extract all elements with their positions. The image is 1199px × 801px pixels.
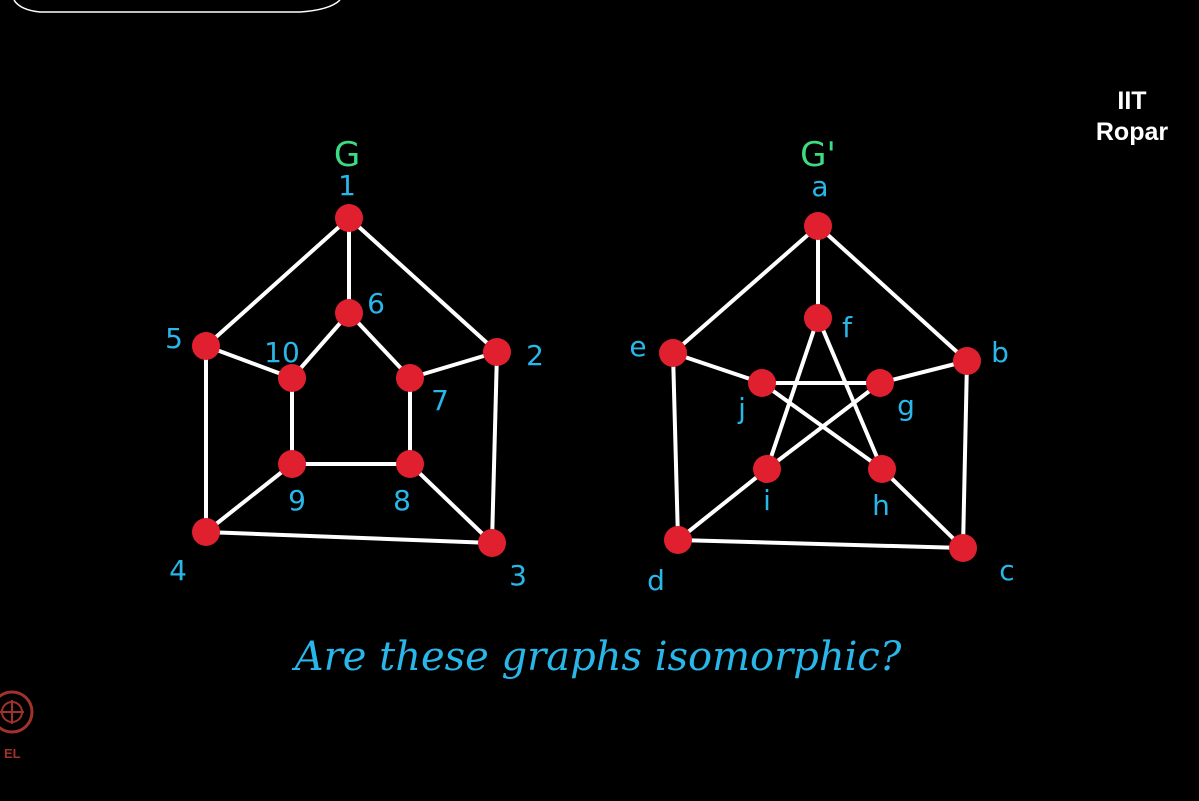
graph-g-vertex-2 [483,338,511,366]
graph-g-vertex-label-8: 8 [393,484,411,517]
graph-g-prime-edges [671,224,969,550]
graph-g-vertex-1 [335,204,363,232]
graph-g-prime-edge-b-g [878,359,969,385]
graph-g-prime-labels: a b c d e f g h i j [629,170,1014,597]
graph-g-prime-vertex-h [868,455,896,483]
graph-g-prime-vertex-d [664,526,692,554]
nptel-logo-icon [0,690,34,734]
graph-g-prime-vertex-label-h: h [872,489,890,522]
graph-g-prime-vertex-i [753,455,781,483]
graph-g-edge-3-8 [408,462,494,545]
institution-label: IIT Ropar [1077,86,1187,148]
institution-line-1: IIT [1117,87,1147,115]
graph-g-vertex-9 [278,450,306,478]
graph-g-prime-vertex-c [949,534,977,562]
logo-text: EL [4,746,21,761]
graph-g-prime-vertex-e [659,339,687,367]
graph-g-prime-vertex-j [748,369,776,397]
graph-g-edge-5-10 [204,344,294,380]
graph-g-vertex-label-7: 7 [431,384,449,417]
graph-g-vertex-6 [335,299,363,327]
graph-g-prime-edge-f-i [765,316,820,471]
graph-g-vertex-10 [278,364,306,392]
graph-g-prime-edge-e-j [671,351,764,385]
question-text: Are these graphs isomorphic? [291,634,902,680]
graph-g-prime-vertex-label-g: g [897,389,915,422]
graph-g-prime-vertex-label-c: c [999,554,1014,587]
graph-g-edge-10-6 [290,311,351,380]
graph-g-prime-edge-d-e [671,351,680,542]
graph-g-prime-vertex-label-e: e [629,330,646,363]
graph-g-vertices [192,204,511,557]
graph-g-prime-edge-a-b [816,224,969,363]
graph-g-vertex-label-6: 6 [367,287,385,320]
graph-g-prime-vertex-label-j: j [737,392,746,425]
graph-g-prime-vertex-label-b: b [991,336,1009,369]
graph-g-prime-vertex-label-f: f [842,311,853,344]
graph-g-vertex-label-4: 4 [169,554,187,587]
graph-g-vertex-label-5: 5 [165,322,183,355]
institution-line-2: Ropar [1095,118,1169,146]
graph-g-prime-vertex-label-d: d [647,564,665,597]
graph-g-title: G [334,135,360,175]
graph-g-prime-edge-g-i [765,381,882,471]
graph-g-edge-5-1 [204,216,351,348]
graph-g-vertex-label-10: 10 [264,336,300,369]
graph-g-vertex-label-1: 1 [338,169,356,202]
graph-g-vertex-4 [192,518,220,546]
graph-g-prime-vertex-f [804,304,832,332]
graph-g-labels: 1 2 3 4 5 6 7 8 9 10 [165,169,544,592]
graph-g-edge-2-7 [408,350,499,380]
graph-g-prime-vertex-b [953,347,981,375]
graph-g-vertex-label-9: 9 [288,484,306,517]
graph-g-prime-vertices [659,212,981,562]
graph-g-prime-edge-f-h [816,316,884,471]
graph-g-edge-6-7 [347,311,412,380]
graph-g-edges [204,216,499,545]
graph-g-prime-vertex-g [866,369,894,397]
graph-g-prime-vertex-label-i: i [763,484,771,517]
graph-g-edge-4-9 [204,462,294,534]
top-border-arc [13,0,341,13]
graph-g-vertex-7 [396,364,424,392]
graph-g-vertex-label-3: 3 [509,559,527,592]
graph-g-edge-2-3 [490,350,499,545]
graph-g-prime-title: G' [800,135,836,175]
graph-g-vertex-8 [396,450,424,478]
graph-g-prime-edge-e-a [671,224,820,355]
graph-g-vertex-5 [192,332,220,360]
graph-g-prime-vertex-label-a: a [811,170,828,203]
graph-g-vertex-label-2: 2 [526,339,544,372]
graph-g-prime-edge-b-c [961,359,969,550]
graph-g-edge-1-2 [347,216,499,354]
graph-g-vertex-3 [478,529,506,557]
graph-g-prime-edge-c-d [676,538,965,550]
graph-g-prime-edge-d-i [676,467,769,542]
graph-g-prime-vertex-a [804,212,832,240]
graph-g-prime-edge-c-h [880,467,965,550]
graph-g-edge-3-4 [204,530,494,545]
